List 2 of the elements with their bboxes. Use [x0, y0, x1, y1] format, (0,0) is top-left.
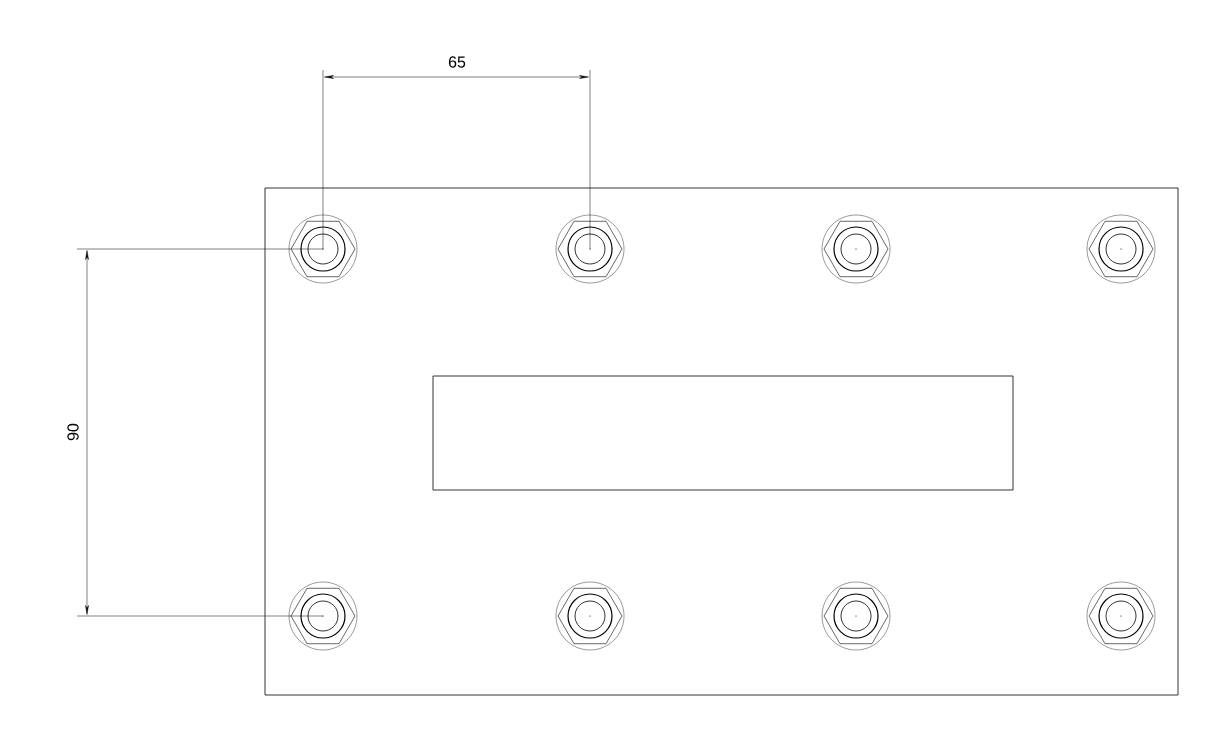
dimension-label: 90: [67, 423, 79, 441]
dimension-label: 65: [448, 56, 466, 68]
